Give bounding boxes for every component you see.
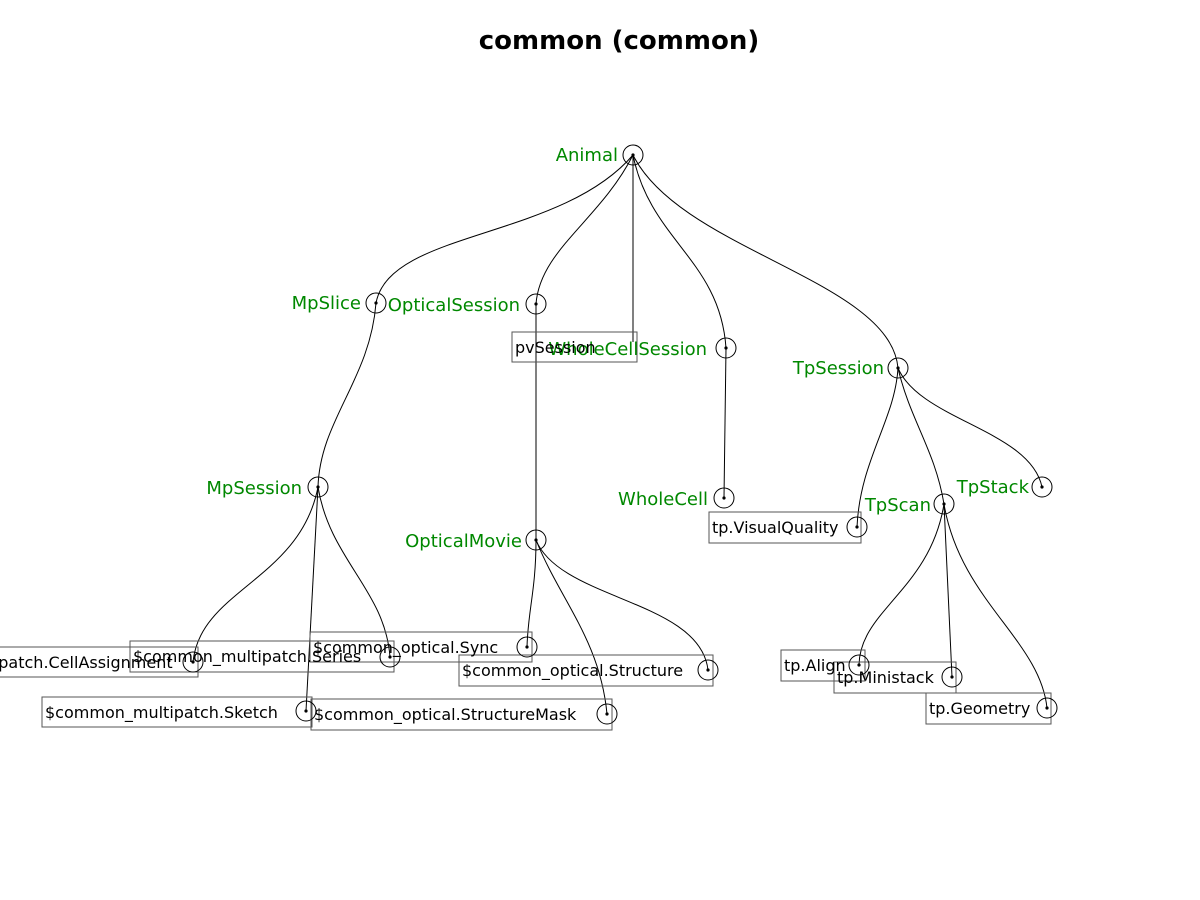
part-labels: tpatch.CellAssignment $common_multipatch… — [0, 338, 1030, 725]
node-tpscan-label: TpScan — [864, 495, 931, 516]
node-wholecellsession-marker — [715, 337, 737, 359]
node-opticalsync-label: $common_optical.Sync — [313, 638, 498, 658]
box-tpministack — [833, 661, 957, 694]
box-mpsketch — [41, 696, 313, 728]
node-tpalign-label: tp.Align — [784, 656, 846, 675]
node-visualquality-marker — [846, 516, 868, 538]
node-opticalstructure-label: $common_optical.Structure — [462, 661, 683, 681]
node-opticalsession-label: OpticalSession — [388, 295, 520, 316]
box-mpseries — [129, 640, 395, 673]
box-cellassignment — [0, 646, 199, 678]
edge-tpsession-tpscan — [856, 367, 899, 528]
node-opticalsync-marker — [516, 636, 538, 658]
node-tpministack-marker — [941, 666, 963, 688]
edge-mpsession-mpseries — [317, 486, 391, 658]
node-mpseries-marker — [379, 646, 401, 668]
edge-mpsession-mpsketch — [305, 486, 319, 712]
node-markers — [182, 144, 1058, 725]
node-tpscan-marker — [933, 493, 955, 515]
node-mpsession-marker — [307, 476, 329, 498]
node-mpsketch-label: $common_multipatch.Sketch — [45, 703, 278, 723]
edge-mpslice-mpsession — [317, 302, 377, 488]
node-animal-label: Animal — [556, 145, 618, 166]
edge-opticalmovie-structure — [535, 539, 709, 671]
node-cellassignment-marker — [182, 651, 204, 673]
edge-opticalmovie-structuremask — [535, 539, 608, 715]
box-opticalstructuremask — [310, 698, 613, 731]
node-visualquality-label: tp.VisualQuality — [712, 518, 838, 537]
edge-animal-tpsession — [632, 154, 899, 369]
box-opticalstructure — [458, 654, 714, 687]
box-visualquality — [708, 511, 862, 544]
node-mpslice-label: MpSlice — [292, 293, 361, 314]
box-opticalsync — [309, 631, 533, 663]
edge-tpsession-tpscan2 — [897, 367, 945, 505]
edge-tpsession-tpstack — [897, 367, 1043, 488]
table-labels: Animal MpSlice OpticalSession WholeCellS… — [206, 145, 1029, 552]
node-tpstack-label: TpStack — [956, 477, 1030, 498]
diagram-title: common (common) — [479, 26, 759, 56]
edge-mpsession-cellassignment — [192, 486, 319, 663]
edge-animal-mpslice — [375, 154, 634, 304]
box-pvsession — [511, 331, 638, 363]
node-opticalmovie-label: OpticalMovie — [405, 531, 522, 552]
node-wholecell-marker — [713, 487, 735, 509]
node-mpsketch-marker — [295, 700, 317, 722]
node-animal-marker — [622, 144, 644, 166]
node-tpgeometry-label: tp.Geometry — [929, 699, 1030, 718]
edge-tpscan-ministack — [943, 503, 953, 678]
node-mpslice-marker — [365, 292, 387, 314]
node-tpalign-marker — [848, 654, 870, 676]
node-wholecell-label: WholeCell — [618, 489, 708, 510]
node-pvsession-label: pvSession — [515, 338, 596, 357]
box-tpgeometry — [925, 692, 1052, 725]
edge-tpscan-geometry — [943, 503, 1048, 709]
node-tpsession-marker — [887, 357, 909, 379]
node-tpsession-label: TpSession — [792, 358, 884, 379]
node-opticalsession-marker — [525, 293, 547, 315]
node-cellassignment-label: tpatch.CellAssignment — [0, 653, 173, 672]
node-mpseries-label: $common_multipatch.Series — [133, 647, 361, 667]
node-opticalstructuremask-marker — [596, 703, 618, 725]
edge-animal-wholecellsession — [632, 154, 727, 349]
node-wholecellsession-label: WholeCellSession — [548, 339, 707, 360]
node-tpministack-label: tp.Ministack — [837, 668, 935, 687]
part-boxes — [0, 331, 1052, 731]
edge-tpscan-align — [858, 503, 945, 666]
node-opticalmovie-marker — [525, 529, 547, 551]
node-opticalstructure-marker — [697, 659, 719, 681]
edge-opticalmovie-sync — [526, 539, 537, 648]
edges — [192, 154, 1048, 715]
node-mpsession-label: MpSession — [206, 478, 302, 499]
node-tpstack-marker — [1031, 476, 1053, 498]
node-tpgeometry-marker — [1036, 697, 1058, 719]
node-opticalstructuremask-label: $common_optical.StructureMask — [314, 705, 577, 725]
box-tpalign — [780, 649, 866, 682]
edge-animal-opticalsession — [535, 154, 634, 305]
edge-wholecellsession-wholecell — [723, 347, 727, 499]
